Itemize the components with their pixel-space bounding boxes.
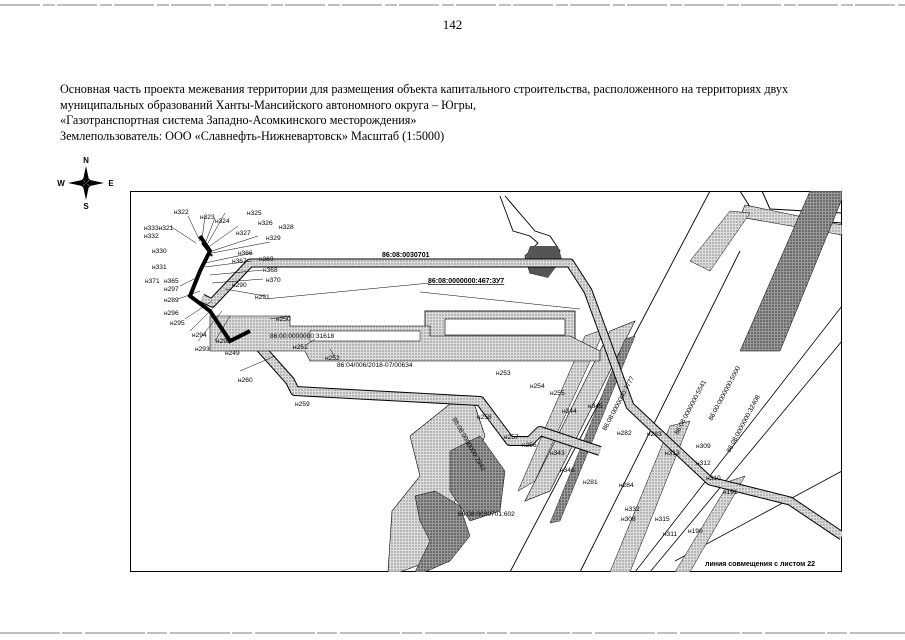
dark-strip-right	[739, 191, 842, 352]
caption-line-4: Землепользователь: ООО «Славнефть-Нижнев…	[60, 128, 445, 143]
point-n282: н282	[617, 430, 632, 437]
point-n281: н281	[583, 479, 598, 486]
point-n310: н310	[706, 475, 721, 482]
point-n258: н258	[477, 414, 492, 421]
point-n367: н367	[232, 258, 247, 265]
point-n297: н297	[164, 286, 179, 293]
point-n251: н251	[293, 344, 308, 351]
point-n296: н296	[164, 310, 179, 317]
point-n252: н252	[325, 355, 340, 362]
point-n312: н312	[696, 460, 711, 467]
point-n190: н190	[688, 528, 703, 535]
point-n311: н311	[663, 531, 677, 538]
point-n253: н253	[496, 370, 511, 377]
point-n283: н283	[647, 431, 662, 438]
compass-west-label: W	[57, 179, 65, 188]
point-n328: н328	[279, 224, 294, 231]
caption-line-2: муниципальных образований Ханты-Мансийск…	[60, 97, 477, 112]
point-n327: н327	[236, 230, 251, 237]
point-n330: н330	[152, 248, 167, 255]
point-n313: н313	[665, 450, 680, 457]
caption-line-1: Основная часть проекта межевания террито…	[60, 82, 789, 96]
point-n322: н322	[174, 209, 189, 216]
compass-rose-icon: N S W E	[57, 156, 114, 211]
point-n323: н323	[200, 214, 215, 221]
point-n324: н324	[215, 218, 230, 225]
cadastral-1: 86:00:0000000:31618	[270, 333, 335, 340]
point-n368: н368	[263, 267, 278, 274]
compass-east-label: E	[108, 179, 114, 188]
point-n332: н332	[144, 233, 159, 240]
caption-line-3: «Газотранспортная система Западно-Асомки…	[60, 113, 417, 128]
point-n326: н326	[258, 220, 273, 227]
map-canvas: н322 н323 н324 н325 н326 н327 н328 н329 …	[130, 191, 842, 572]
plot-number: 86:08:0000000:467:ЗУ7	[428, 278, 504, 285]
point-n369: н369	[259, 256, 274, 263]
point-n289: н289	[164, 297, 179, 304]
point-n344: н344	[562, 408, 577, 415]
point-n331: н331	[152, 264, 167, 271]
block-number: 86:08:0030701	[382, 252, 430, 259]
point-n315: н315	[655, 516, 670, 523]
compass-north-label: N	[83, 156, 89, 165]
point-n329: н329	[266, 235, 281, 242]
point-n366: н366	[238, 250, 253, 257]
point-n291: н291	[255, 294, 270, 301]
scan-edge-top	[0, 4, 905, 6]
point-n259: н259	[295, 401, 310, 408]
point-n333n321: н333н321	[144, 225, 174, 232]
point-n371: н371	[145, 278, 160, 285]
point-n290: н290	[232, 282, 247, 289]
map-caption: Основная часть проекта межевания террито…	[60, 82, 860, 144]
match-line-label: линия совмещения с листом 22	[705, 561, 815, 568]
point-n346: н346	[560, 467, 575, 474]
point-n255: н255	[550, 390, 565, 397]
cadastral-2: 86:04/006/2018-07/00634	[337, 362, 413, 369]
point-n293: н293	[195, 346, 210, 353]
point-n332b: н332	[625, 506, 640, 513]
point-n292: н292	[216, 338, 231, 345]
point-n343: н343	[550, 450, 565, 457]
point-n345: н345	[588, 403, 603, 410]
point-n295: н295	[170, 320, 185, 327]
cadastral-map: н322 н323 н324 н325 н326 н327 н328 н329 …	[130, 191, 842, 572]
point-n370: н370	[266, 277, 281, 284]
point-n284: н284	[619, 482, 634, 489]
point-n260: н260	[238, 377, 253, 384]
point-n250: н250	[276, 316, 291, 323]
point-n325: н325	[247, 210, 262, 217]
point-n309: н309	[696, 443, 711, 450]
page-number: 142	[442, 17, 463, 32]
point-n294: н294	[192, 332, 207, 339]
point-n308: н308	[621, 516, 636, 523]
point-n191: н191	[723, 489, 738, 496]
point-n365: н365	[164, 278, 179, 285]
point-n257: н257	[504, 434, 519, 441]
scan-edge-bottom	[0, 632, 905, 634]
point-n254: н254	[530, 383, 545, 390]
point-n256: н256	[522, 442, 537, 449]
cadastral-8: 86:08:0030701:602	[458, 511, 515, 518]
compass-south-label: S	[83, 202, 89, 211]
point-n249: н249	[225, 350, 240, 357]
